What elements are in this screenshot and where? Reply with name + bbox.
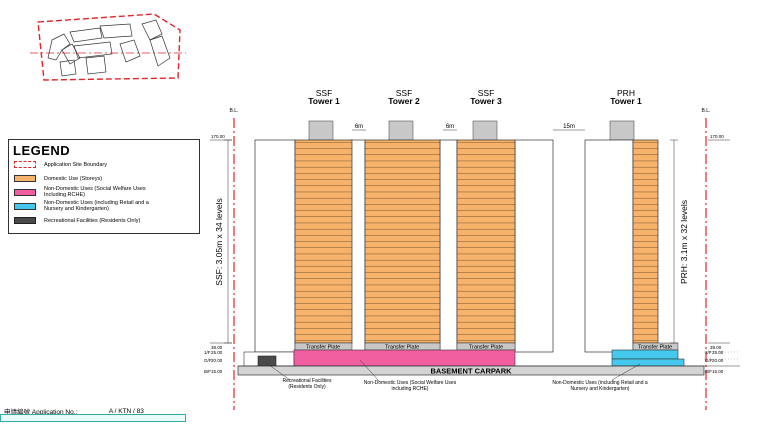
- retail-podium-upper: [611, 349, 679, 360]
- legend-label-domestic: Domestic Use (Storeys): [44, 175, 103, 182]
- transfer-plates: Transfer Plate Transfer Plate Transfer P…: [294, 342, 679, 351]
- basement-label: BASEMENT CARPARK: [430, 367, 512, 376]
- tower-prh1-line2: Tower 1: [610, 96, 642, 106]
- legend-label-retail: Non-Domestic Uses (including Retail and …: [44, 200, 149, 212]
- callout-leaders: [264, 359, 641, 383]
- prh1-domestic: [632, 139, 659, 344]
- social-welfare-podium: [293, 349, 516, 367]
- legend-label-recreational: Recreational Facilities (Residents Only): [44, 217, 141, 224]
- height-dimensions: [224, 139, 678, 344]
- level-top-left: 170.00: [211, 134, 225, 139]
- legend: LEGEND Application Site Boundary Domesti…: [8, 139, 200, 234]
- retail-podium-lower: [611, 358, 685, 367]
- level-podium1-left: 25.00: [211, 350, 223, 355]
- podium: [243, 349, 685, 367]
- ssf1-domestic: [294, 139, 353, 344]
- legend-item-boundary: Application Site Boundary: [14, 161, 107, 168]
- floor-1f-left: 1/F: [204, 350, 211, 355]
- legend-label-social: Non-Domestic Uses (Social Welfare Uses I…: [44, 186, 146, 198]
- floor-bf-left: B/F: [204, 369, 211, 374]
- legend-label-boundary: Application Site Boundary: [44, 161, 107, 168]
- gap-dimensions: 6m 6m 15m: [352, 124, 585, 131]
- application-box: [0, 414, 186, 422]
- bl-label-right: B.L.: [702, 108, 711, 114]
- tower-ssf1-line2: Tower 1: [308, 96, 340, 106]
- tower-ssf1-line1: SSF: [316, 88, 333, 98]
- site-boundary-lines: [233, 118, 707, 410]
- legend-item-social: Non-Domestic Uses (Social Welfare Uses I…: [14, 186, 194, 198]
- gap-2: 6m: [446, 124, 454, 130]
- legend-title: LEGEND: [13, 143, 71, 158]
- legend-item-domestic: Domestic Use (Storeys): [14, 175, 102, 182]
- legend-item-recreational: Recreational Facilities (Residents Only): [14, 217, 140, 224]
- level-podiumg-right: 20.00: [712, 358, 724, 363]
- level-markers-right: 170.00 39.00 1/F 25.00 G/F 20.00 B/F 15.…: [705, 134, 730, 374]
- domestic-swatch: [14, 175, 36, 182]
- bl-label-left: B.L.: [230, 108, 239, 114]
- ssf2-domestic: [364, 139, 441, 344]
- prh-dimension-label: PRH: 3.1m x 32 levels: [679, 200, 689, 284]
- transfer-label-3: Transfer Plate: [469, 345, 503, 351]
- boundary-swatch: [14, 161, 36, 168]
- floor-gf-right: G/F: [705, 358, 713, 363]
- level-basement-left: 15.00: [211, 369, 223, 374]
- floor-1f-right: 1/F: [705, 350, 712, 355]
- level-transfer-left: 39.00: [211, 345, 223, 350]
- transfer-label-4: Transfer Plate: [638, 345, 672, 351]
- level-podium1-right: 25.00: [712, 350, 724, 355]
- ssf3-domestic: [456, 139, 516, 344]
- transfer-label-2: Transfer Plate: [385, 345, 419, 351]
- callout-retail: Non-Domestic Uses (including Retail and …: [552, 380, 648, 392]
- callout-social: Non-Domestic Uses (Social Welfare Uses i…: [363, 380, 457, 392]
- floor-gf-left: G/F: [204, 358, 212, 363]
- gap-1: 6m: [355, 124, 363, 130]
- level-top-right: 170.00: [710, 134, 724, 139]
- tower-titles: SSF Tower 1 SSF Tower 2 SSF Tower 3 PRH …: [308, 88, 642, 106]
- ssf-dimension-label: SSF: 3.05m x 34 levels: [214, 198, 224, 285]
- transfer-label-1: Transfer Plate: [306, 345, 340, 351]
- gap-3: 15m: [563, 124, 575, 130]
- legend-item-retail: Non-Domestic Uses (including Retail and …: [14, 200, 194, 212]
- application-label: 申請編號 Application No.:: [4, 409, 78, 416]
- tower-ssf2-line2: Tower 2: [388, 96, 420, 106]
- callout-recreational: Recreational Facilities (Residents Only): [282, 378, 332, 390]
- tower-prh1-line1: PRH: [617, 88, 635, 98]
- level-transfer-right: 39.00: [710, 345, 722, 350]
- tower-ssf2-line1: SSF: [396, 88, 413, 98]
- level-podiumg-left: 20.00: [211, 358, 223, 363]
- recreational-facility: [257, 355, 277, 367]
- floor-bf-right: B/F: [705, 369, 712, 374]
- roof-structures: [308, 120, 635, 141]
- tower-ssf3-line2: Tower 3: [470, 96, 502, 106]
- retail-swatch: [14, 202, 36, 210]
- key-plan: [30, 13, 186, 81]
- domestic-blocks: [294, 139, 659, 344]
- tower-ssf3-line1: SSF: [478, 88, 495, 98]
- extension-lines: [704, 351, 740, 360]
- recreational-swatch: [14, 217, 36, 224]
- social-swatch: [14, 188, 36, 196]
- level-basement-right: 15.00: [712, 369, 724, 374]
